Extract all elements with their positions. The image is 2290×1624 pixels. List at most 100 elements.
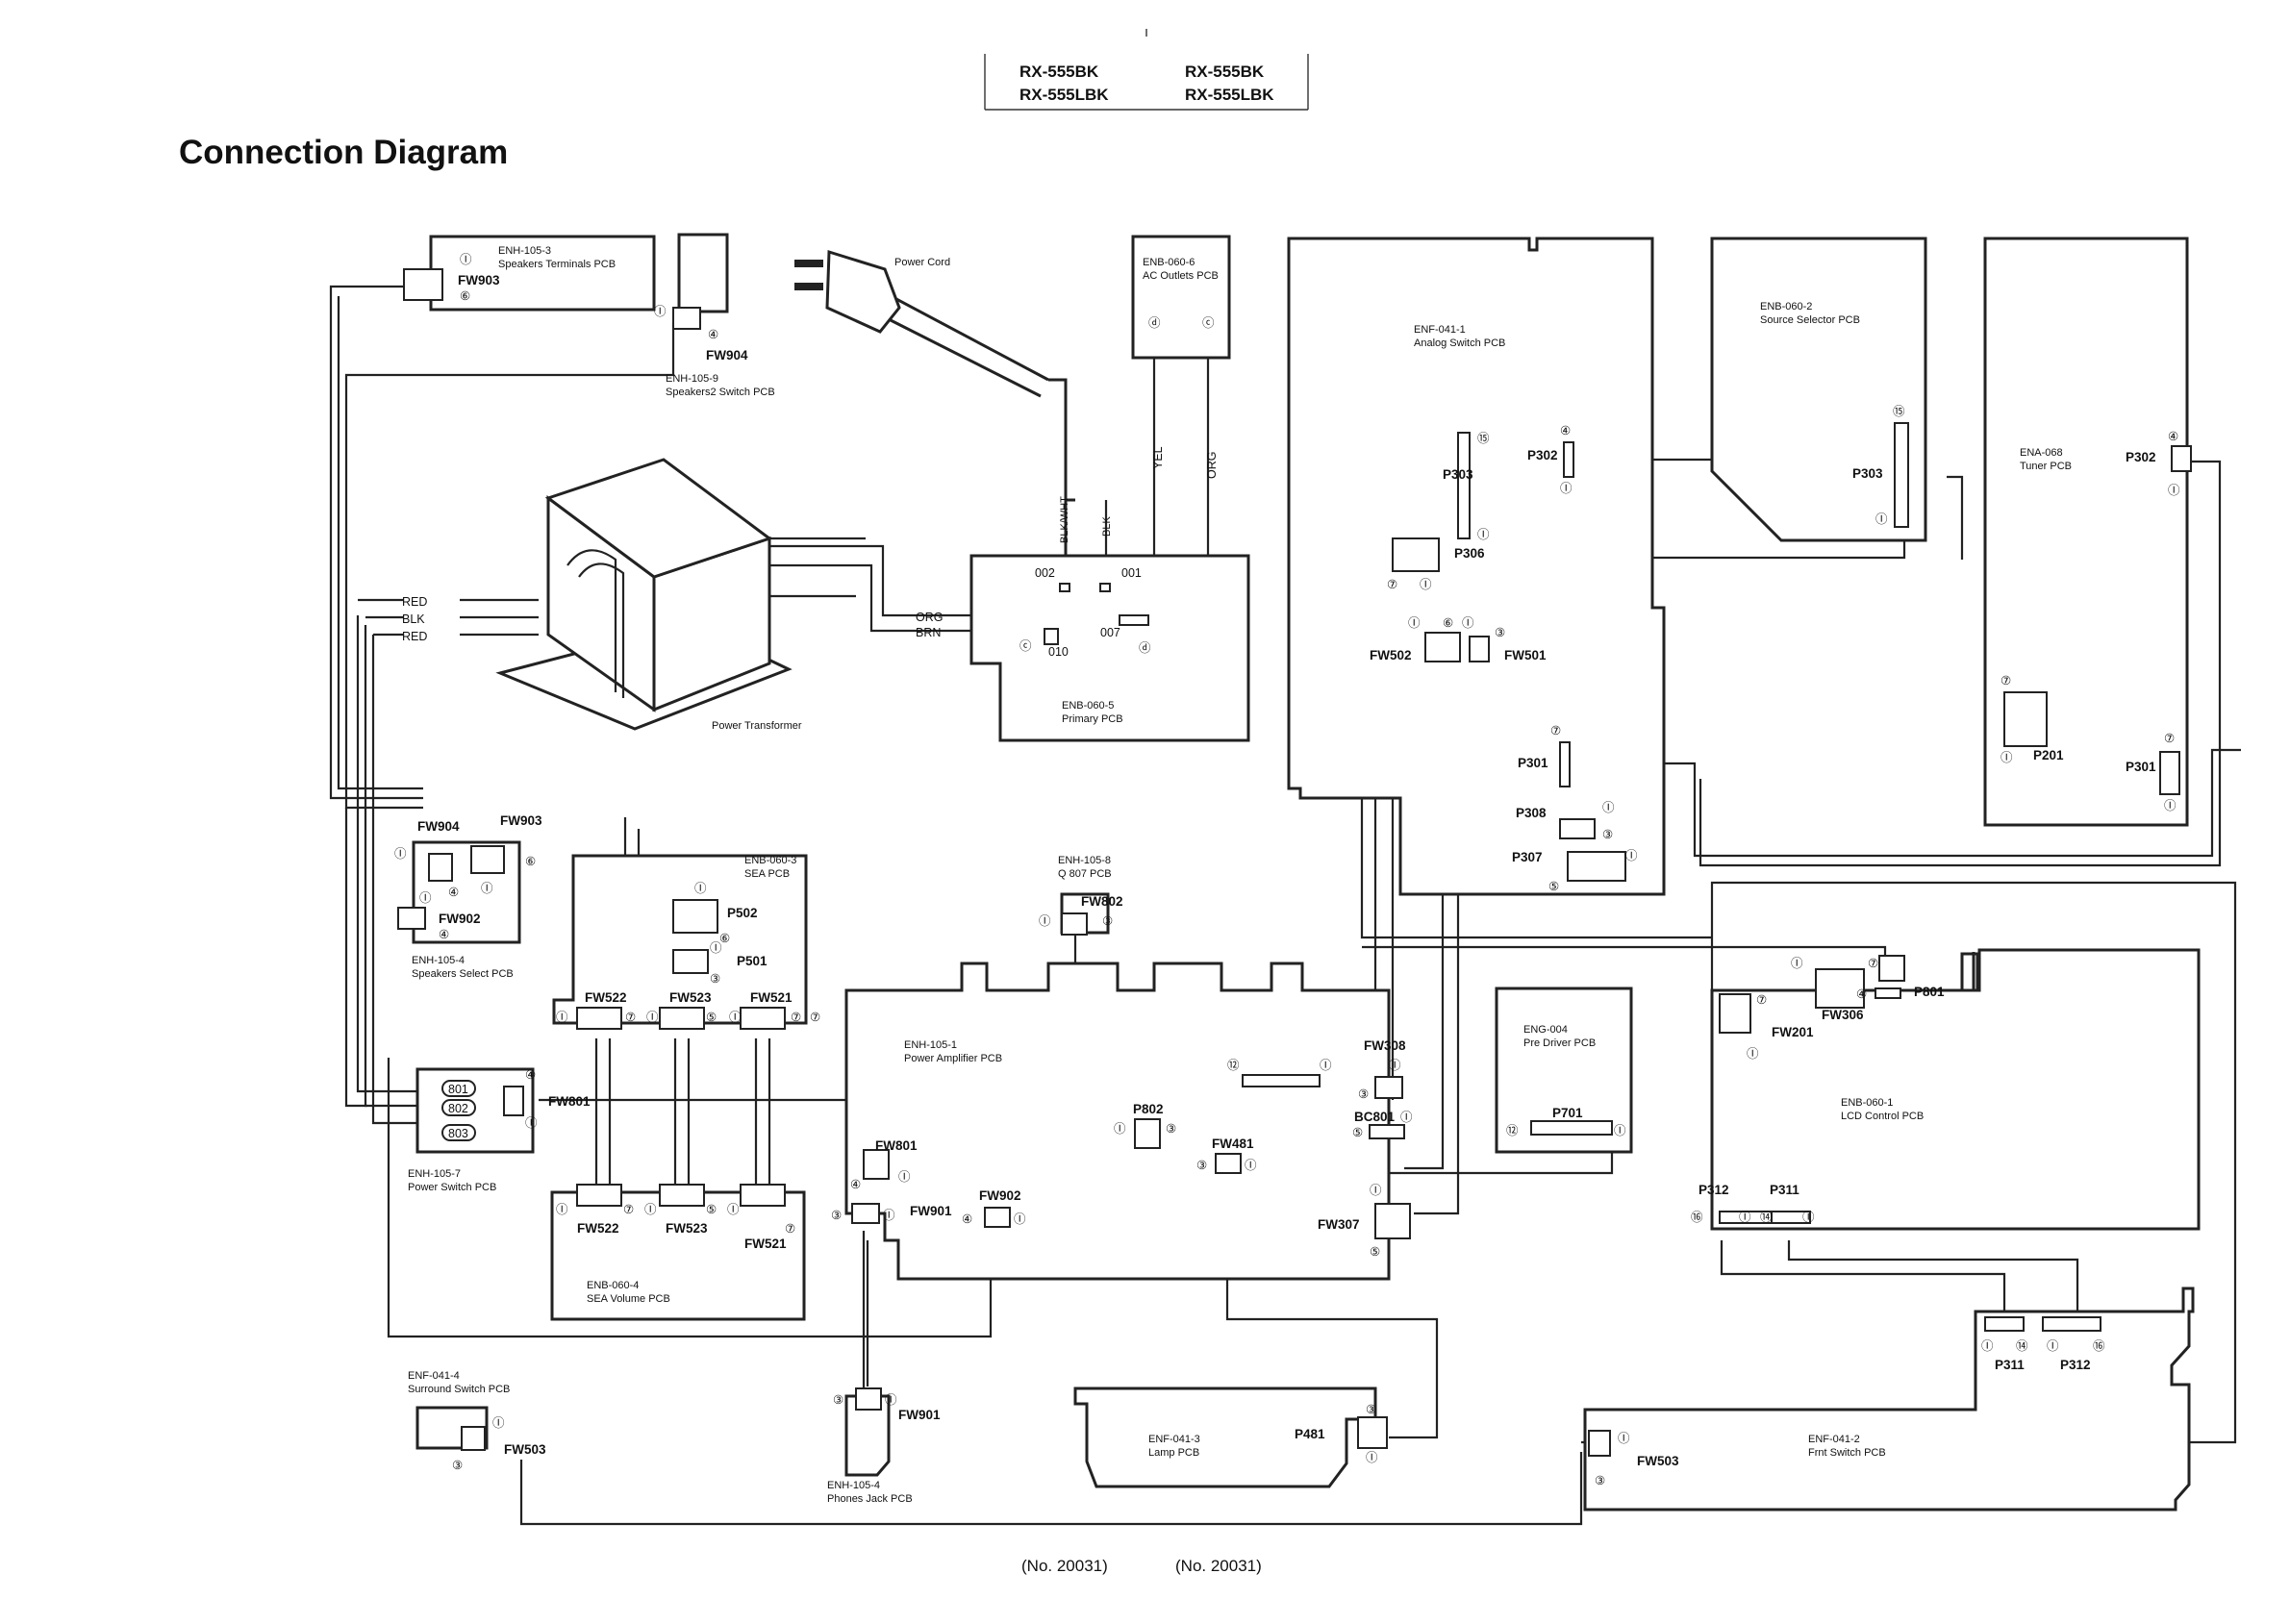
- connector-p303: P303: [1443, 467, 1473, 482]
- pin-label: ⑥: [525, 855, 536, 868]
- pin-label: ⑭: [2016, 1339, 2028, 1353]
- connector-p502: P502: [727, 906, 758, 920]
- board-sea-volume: Ⓘ ⑦ Ⓘ ⑤ Ⓘ ⑦ FW522 FW523 FW521 ENB-060-4 …: [550, 1184, 806, 1321]
- connector-p311: P311: [1770, 1183, 1799, 1197]
- pin-label: ④: [1856, 987, 1867, 1001]
- pin-label: Ⓘ: [644, 1203, 657, 1216]
- board-label: SEA Volume PCB: [587, 1293, 670, 1305]
- pin-label: ⑯: [1691, 1211, 1703, 1224]
- pin-label: ⑤: [1548, 880, 1559, 893]
- pin-label: ⑥: [460, 289, 470, 303]
- board-label: AC Outlets PCB: [1143, 270, 1219, 282]
- pin-label: ⑮: [1477, 432, 1490, 445]
- board-label: Power Amplifier PCB: [904, 1053, 1002, 1064]
- pin-label: Ⓘ: [556, 1011, 568, 1024]
- connector-fw501: FW501: [1504, 648, 1547, 662]
- board-code: ENF-041-4: [408, 1370, 460, 1382]
- pin-label: ⑦: [2164, 732, 2175, 745]
- board-primary: ENB-060-5 Primary PCB 002 001 007 010 ⓒ …: [969, 496, 1250, 742]
- pin-label: ③: [1366, 1403, 1376, 1416]
- board-code: ENH-105-1: [904, 1039, 957, 1051]
- pin-label: ⑦: [1868, 957, 1878, 970]
- board-analog-switch: ENF-041-1 Analog Switch PCB ⑮ Ⓘ P303 P30…: [1287, 237, 1666, 896]
- wire-org-primary: ORG: [916, 611, 943, 624]
- board-code: ENG-004: [1523, 1024, 1568, 1036]
- pin-label: Ⓘ: [1366, 1451, 1378, 1464]
- pin-label: ⑦: [785, 1222, 795, 1236]
- connector-p301-tuner: P301: [2126, 760, 2156, 774]
- terminal-802: 802: [448, 1102, 468, 1115]
- connector-fw903-select: FW903: [500, 813, 542, 828]
- pin-label: Ⓘ: [710, 941, 722, 955]
- pin-label: Ⓘ: [1320, 1059, 1332, 1072]
- pin-label: Ⓘ: [1875, 512, 1888, 526]
- pin-label: ⑫: [1506, 1124, 1519, 1137]
- connector-p481: P481: [1295, 1427, 1325, 1441]
- connector-fw802: FW802: [1081, 894, 1123, 909]
- page-title: Connection Diagram: [179, 134, 508, 171]
- pin-label: Ⓘ: [460, 253, 472, 266]
- pin-label: Ⓘ: [1614, 1124, 1626, 1137]
- board-code: ENB-060-3: [744, 855, 796, 866]
- pin-label: Ⓘ: [556, 1203, 568, 1216]
- board-label: Pre Driver PCB: [1523, 1037, 1596, 1049]
- pin-label: Ⓘ: [1791, 957, 1803, 970]
- board-code: ENH-105-4: [827, 1480, 880, 1491]
- pin-label: Ⓘ: [1747, 1047, 1759, 1061]
- board-label: Analog Switch PCB: [1414, 337, 1505, 349]
- connector-p302: P302: [1527, 448, 1558, 462]
- pin-label: ③: [1102, 914, 1113, 928]
- pin-label: ⓓ: [1139, 641, 1151, 655]
- pin-label: Ⓘ: [1602, 801, 1615, 814]
- power-cord: Power Cord: [794, 249, 1049, 398]
- connector-fw307: FW307: [1318, 1217, 1360, 1232]
- footer-left: (No. 20031): [1021, 1557, 1108, 1575]
- terminal-010: 010: [1048, 645, 1069, 659]
- pin-label: Ⓘ: [1477, 528, 1490, 541]
- board-power-amplifier: ENH-105-1 Power Amplifier PCB FW801 ④ Ⓘ …: [831, 962, 1413, 1281]
- pin-label: Ⓘ: [1462, 616, 1474, 630]
- connector-p701: P701: [1552, 1106, 1583, 1120]
- board-code: ENF-041-1: [1414, 324, 1466, 336]
- board-phones-jack: ③ Ⓘ FW901 ENH-105-4 Phones Jack PCB: [827, 1387, 941, 1505]
- board-speakers-select: FW904 FW903 Ⓘ ④ Ⓘ ⑥ Ⓘ FW902 ④ ENH-105-4 …: [394, 813, 542, 980]
- connector-fw306: FW306: [1822, 1008, 1864, 1022]
- pin-label: ⑥: [1443, 616, 1453, 630]
- pin-label: ⑯: [2093, 1339, 2105, 1353]
- board-label: Tuner PCB: [2020, 461, 2072, 472]
- pin-label: Ⓘ: [654, 305, 667, 318]
- board-label: Speakers Select PCB: [412, 968, 514, 980]
- pin-label: ③: [833, 1393, 843, 1407]
- connector-fw521-vol: FW521: [744, 1237, 787, 1251]
- wire-yel: YEL: [1151, 446, 1165, 469]
- connector-fw502: FW502: [1370, 648, 1412, 662]
- connector-fw902-amp: FW902: [979, 1188, 1021, 1203]
- pin-label: Ⓘ: [694, 882, 707, 895]
- pin-label: Ⓘ: [1245, 1159, 1257, 1172]
- board-tuner: ENA-068 Tuner PCB P302 ④ Ⓘ ⑦ Ⓘ P201 ⑦ Ⓘ …: [1983, 237, 2192, 827]
- board-front-switch: Ⓘ ⑭ Ⓘ ⑯ P311 P312 Ⓘ ③ FW503 ENF-041-2 Fr…: [1583, 1287, 2195, 1512]
- pin-label: Ⓘ: [525, 1116, 538, 1130]
- board-pre-driver: ENG-004 Pre Driver PCB P701 ⑫ Ⓘ: [1495, 987, 1633, 1154]
- connector-p802: P802: [1133, 1102, 1164, 1116]
- wire-org: ORG: [1205, 452, 1219, 479]
- board-sea: ENB-060-3 SEA PCB Ⓘ P502 ⑥ Ⓘ P501 ③ Ⓘ FW…: [552, 854, 820, 1030]
- terminal-801: 801: [448, 1083, 468, 1096]
- board-code: ENH-105-4: [412, 955, 465, 966]
- board-code: ENH-105-9: [666, 373, 718, 385]
- board-ac-outlets: ENB-060-6 AC Outlets PCB ⓓ ⓒ YEL ORG: [1131, 235, 1231, 479]
- board-code: ENB-060-5: [1062, 700, 1114, 712]
- pin-label: Ⓘ: [2047, 1339, 2059, 1353]
- board-code: ENB-060-2: [1760, 301, 1812, 312]
- board-code: ENH-105-8: [1058, 855, 1111, 866]
- board-label: Lamp PCB: [1148, 1447, 1199, 1459]
- connector-p303-source: P303: [1852, 466, 1883, 481]
- connector-fw903: FW903: [458, 273, 500, 287]
- pin-label: ⑫: [1227, 1059, 1240, 1072]
- pin-label: Ⓘ: [1114, 1122, 1126, 1136]
- board-label: Surround Switch PCB: [408, 1384, 510, 1395]
- pin-label: Ⓘ: [1560, 482, 1573, 495]
- pin-label: Ⓘ: [1618, 1432, 1630, 1445]
- board-code: ENF-041-3: [1148, 1434, 1200, 1445]
- pin-label: ⑦: [625, 1011, 636, 1024]
